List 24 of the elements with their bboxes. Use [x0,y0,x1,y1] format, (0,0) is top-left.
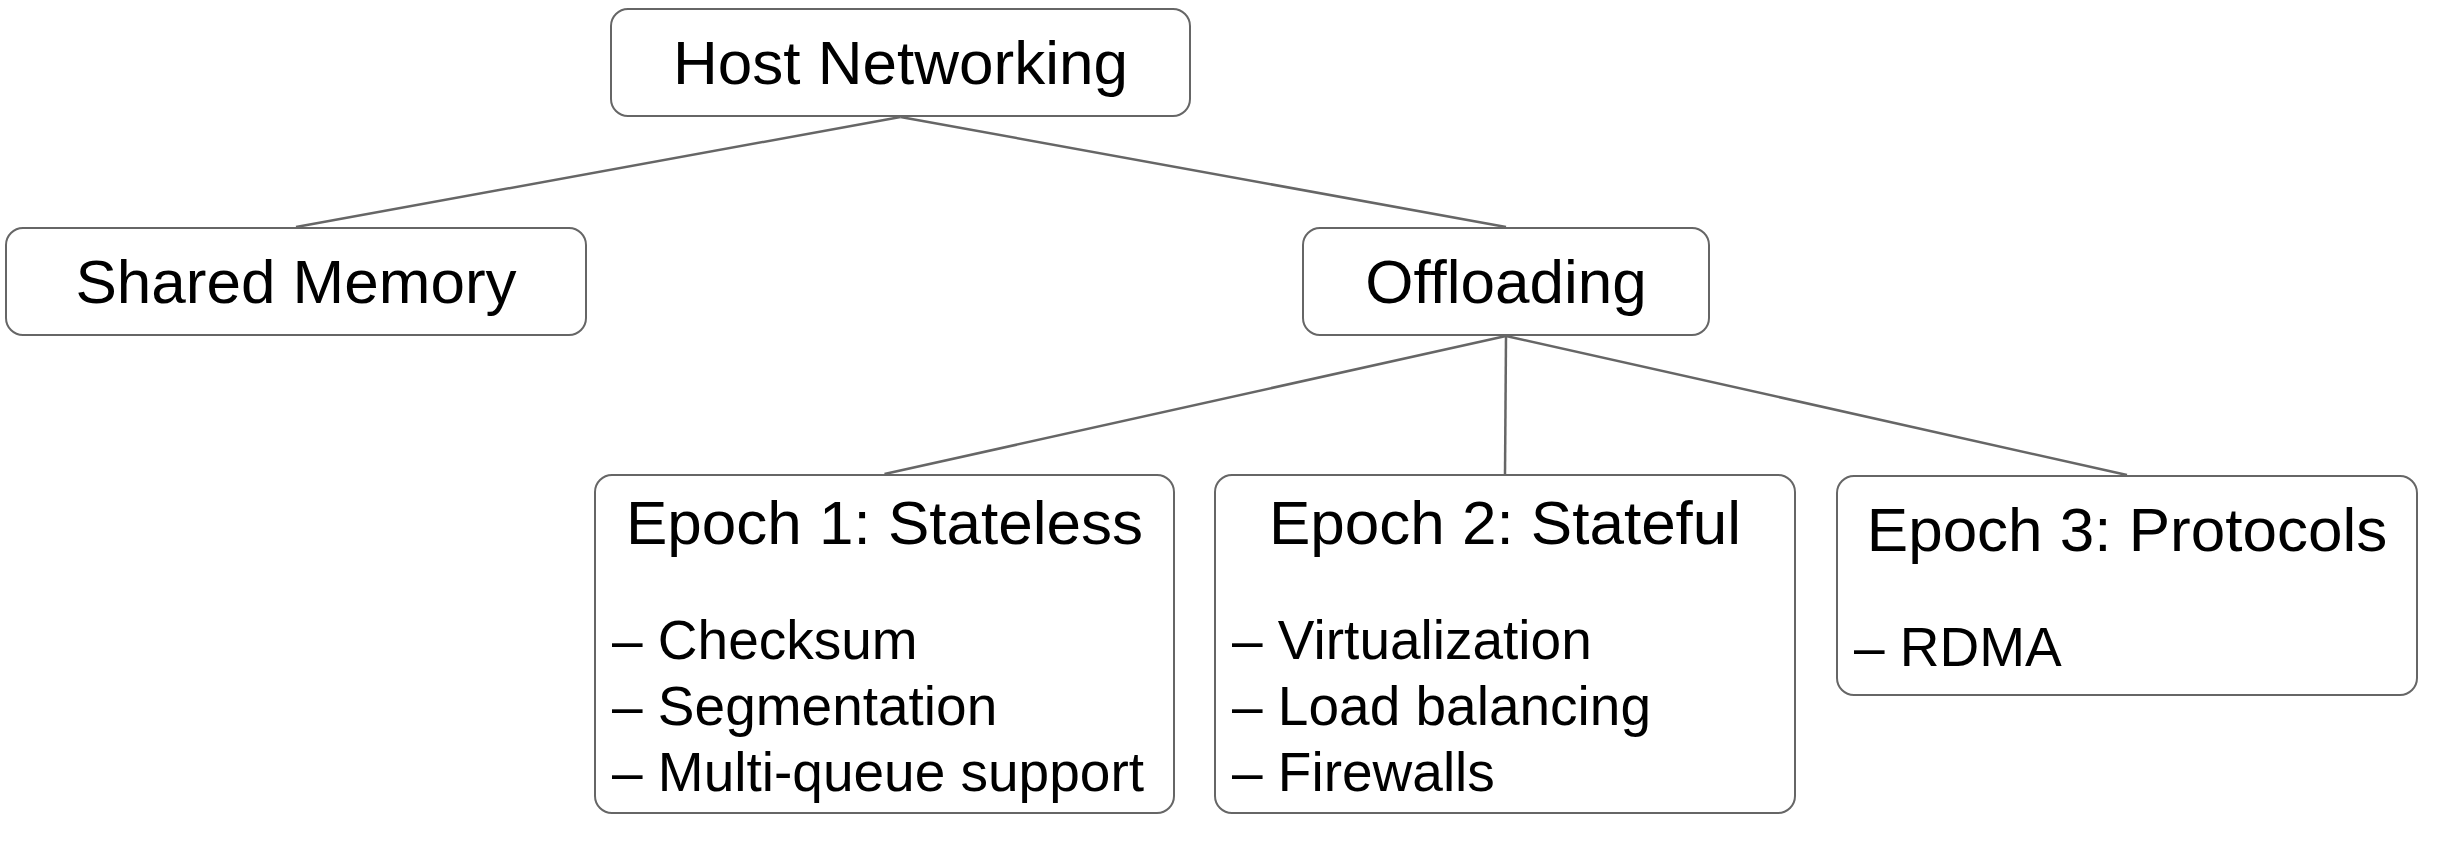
tree-node-box [1302,227,1710,336]
node-title: Epoch 3: Protocols [1865,495,2389,565]
connector-line [295,115,901,229]
list-item: – Multi-queue support [612,740,1145,805]
connector-line [1503,336,1508,474]
connector-line [900,115,1507,229]
tree-node-box [1836,475,2418,696]
tree-node-box [1214,474,1796,814]
connector-line [1505,334,2128,477]
node-title: Epoch 1: Stateless [625,488,1144,558]
connector-line [884,334,1507,476]
tree-node-box [5,227,587,336]
tree-node-box [610,8,1191,117]
list-item: – Firewalls [1232,740,1496,805]
list-item: – Load balancing [1232,674,1652,739]
list-item: – RDMA [1854,615,2063,680]
node-title: Epoch 2: Stateful [1267,488,1743,558]
node-label: Offloading [1365,246,1647,317]
list-item: – Segmentation [612,674,999,739]
node-label: Host Networking [673,27,1128,98]
tree-node-box [594,474,1175,814]
node-label: Shared Memory [75,246,517,317]
list-item: – Virtualization [1232,608,1593,673]
list-item: – Checksum [612,608,919,673]
